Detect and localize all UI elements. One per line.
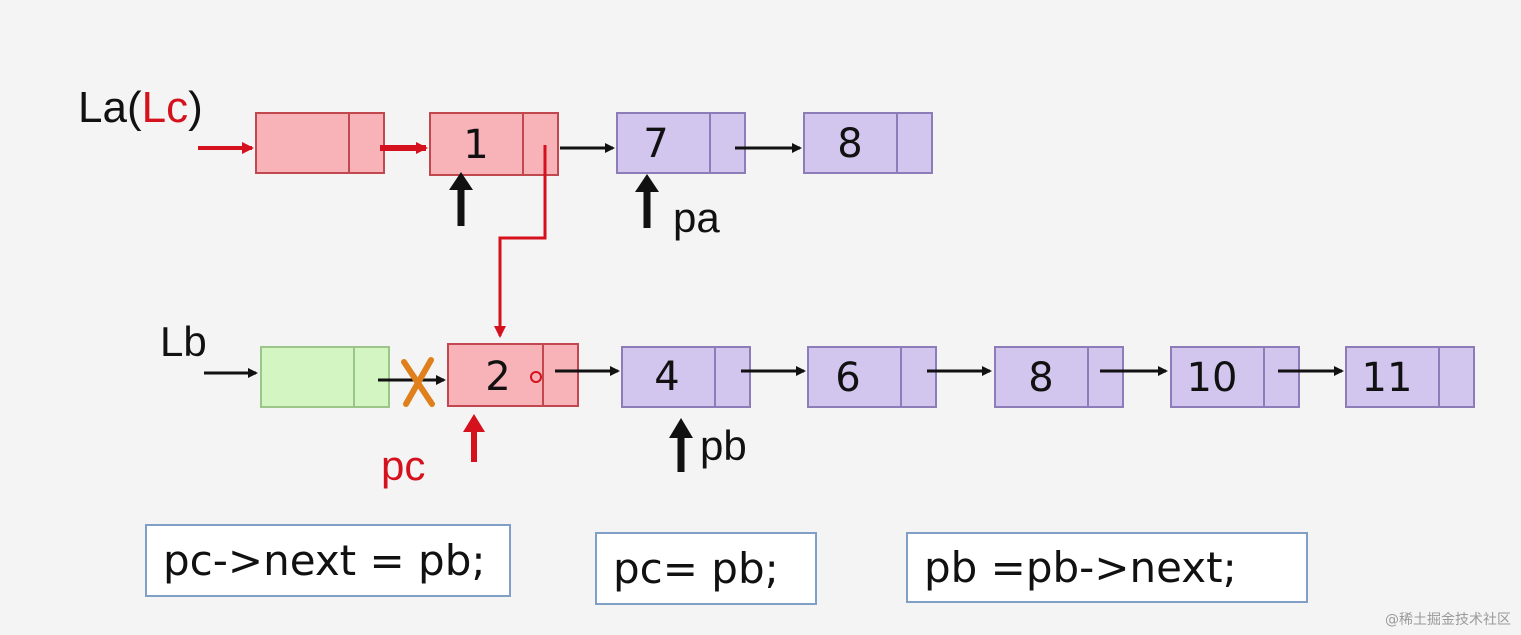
list-b-node-4: 4 [621, 346, 751, 408]
node-rect [807, 346, 937, 408]
node-value: 10 [1187, 355, 1238, 401]
node-rect [429, 112, 559, 176]
list-a-head-node [255, 112, 385, 174]
watermark-text: @稀土掘金技术社区 [1385, 612, 1511, 628]
node-rect [616, 112, 746, 174]
label-pa: pa [673, 194, 720, 241]
list-b-node-2: 2 [447, 343, 579, 407]
node-value: 11 [1362, 355, 1413, 401]
list-b-head-rect [260, 346, 390, 408]
node-value: 6 [835, 355, 860, 401]
code-box-pc-next: pc->next = pb; [145, 524, 511, 597]
list-b-node-11: 11 [1345, 346, 1475, 408]
broken-link-x-icon [401, 357, 435, 407]
list-a-node-8: 8 [803, 112, 933, 174]
list-a-head-rect [255, 112, 385, 174]
node-value: 1 [463, 122, 488, 168]
list-b-node-6: 6 [807, 346, 937, 408]
node-rect [1170, 346, 1300, 408]
label-pc: pc [381, 442, 425, 489]
list-b-head-node [260, 346, 390, 408]
cross-stroke [403, 357, 434, 407]
code-box-pc-assign: pc= pb; [595, 532, 817, 605]
pointer-arrow-pc-head [463, 414, 485, 432]
node-value: 8 [837, 121, 862, 167]
node-rect [447, 343, 579, 407]
list-b-node-10: 10 [1170, 346, 1300, 408]
list-a-node-7: 7 [616, 112, 746, 174]
code-box-pb-advance: pb =pb->next; [906, 532, 1308, 603]
node1-next-to-node2-arrow [494, 145, 547, 338]
node-value: 8 [1028, 355, 1053, 401]
pointer-arrow-pa-head [635, 174, 659, 192]
pointer-arrow-node1-head [449, 172, 473, 190]
node-value: 7 [643, 121, 668, 167]
node-value: 4 [654, 354, 679, 400]
label-la-lc: La(Lc) [78, 83, 203, 132]
pointer-origin-circle [530, 371, 542, 383]
label-lb: Lb [160, 318, 207, 365]
node-rect [621, 346, 751, 408]
label-pb: pb [700, 422, 747, 469]
list-a-node-1: 1 [429, 112, 559, 176]
pointer-arrow-pb-head [669, 418, 693, 438]
node-rect [994, 346, 1124, 408]
node-value: 2 [485, 354, 510, 400]
list-b-node-8: 8 [994, 346, 1124, 408]
node-rect [803, 112, 933, 174]
node-rect [1345, 346, 1475, 408]
